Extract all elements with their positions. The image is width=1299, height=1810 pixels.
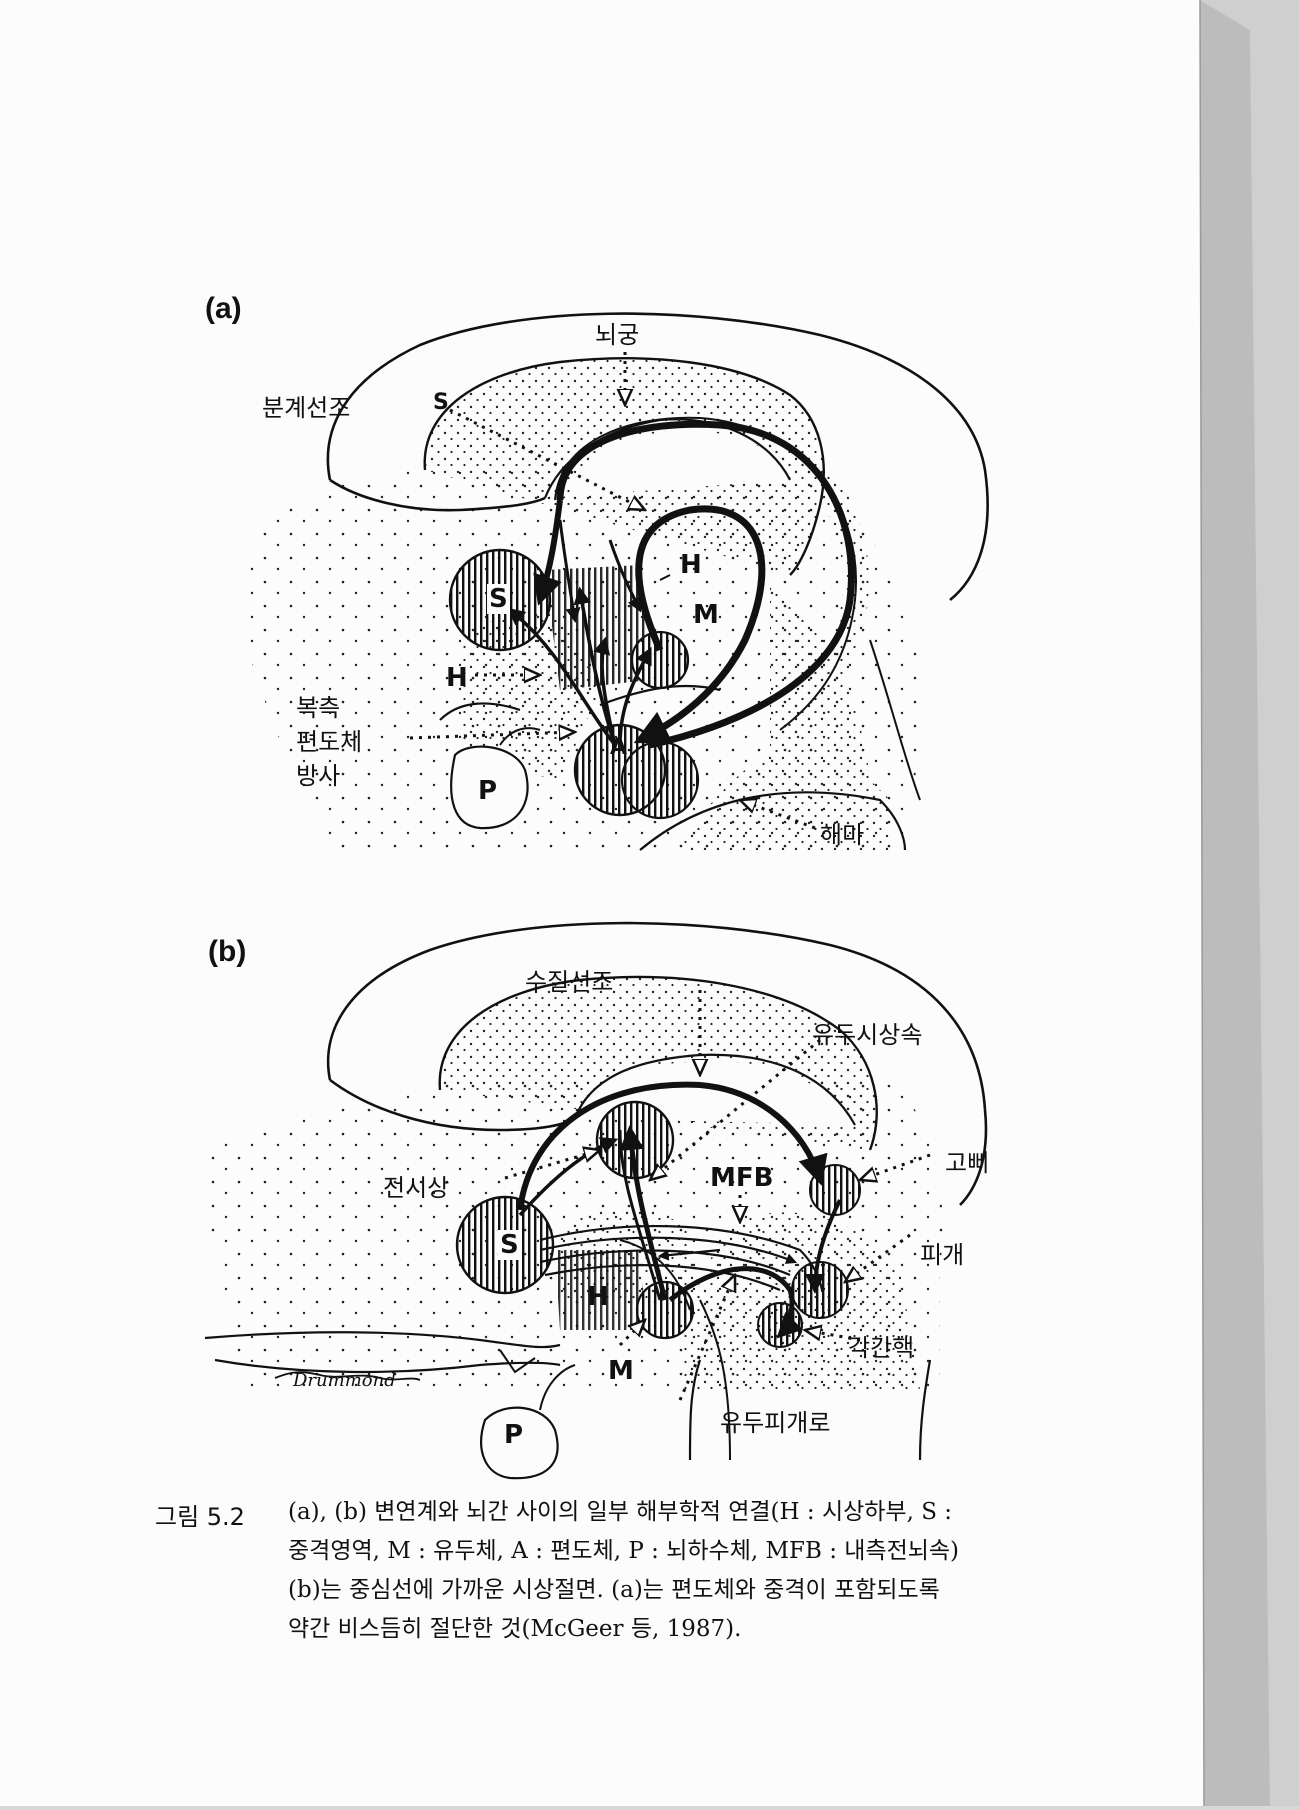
b-cortex-outline xyxy=(326,921,988,1206)
figure-caption: (a), (b) 변연계와 뇌간 사이의 일부 해부학적 연결(H : 시상하부… xyxy=(288,1493,1088,1649)
label-mammillothalamic: 유두시상속 xyxy=(812,1021,923,1049)
label-fornix: 뇌궁 xyxy=(595,321,640,349)
figure-number: 그림 5.2 xyxy=(155,1503,245,1531)
a-pituitary xyxy=(450,745,529,830)
label-stria-terminalis: 분계선조 xyxy=(262,394,351,422)
label-b-hypothalamus: H xyxy=(587,1282,609,1312)
label-ventral-1: 복측 xyxy=(296,694,341,722)
label-hippocampus: 해마 xyxy=(820,821,865,849)
label-mammillotegmental: 유두피개로 xyxy=(720,1409,831,1437)
a-hippocampal-stipple xyxy=(680,580,890,850)
page-side xyxy=(1200,0,1299,1806)
panel-a-tag: (a) xyxy=(205,292,242,325)
caption-line-3: (b)는 중심선에 가까운 시상절면. (a)는 편도체와 중격이 포함되도록 xyxy=(288,1577,940,1603)
a-mammillary-circle xyxy=(630,630,690,690)
label-b-pituitary: P xyxy=(504,1420,524,1450)
label-tegmentum: 피개 xyxy=(920,1241,965,1269)
label-a-mammillary: M xyxy=(693,600,719,630)
label-b-septum: S xyxy=(498,1230,521,1260)
label-a-pituitary: P xyxy=(478,776,498,806)
label-b-mammillary: M xyxy=(608,1356,634,1386)
caption-line-4: 약간 비스듬히 절단한 것(McGeer 등, 1987). xyxy=(288,1616,742,1642)
label-anterior-thalamus: 전시상 xyxy=(383,1174,450,1202)
label-stria-medullaris: 수질선조 xyxy=(525,968,614,996)
a-cortex-outline xyxy=(326,312,989,602)
page-side-shadow xyxy=(1200,0,1270,1806)
label-a-septum: S xyxy=(487,584,510,614)
b-pituitary xyxy=(480,1406,559,1480)
label-a-amygdala: A xyxy=(610,735,628,760)
label-interpeduncular: 각간핵 xyxy=(848,1334,915,1362)
label-a-h-arrow: H xyxy=(446,663,468,693)
label-s-small: S xyxy=(433,390,449,415)
panel-b-tag: (b) xyxy=(208,935,247,968)
panel-a-diagram xyxy=(240,312,989,851)
label-habenula: 고삐 xyxy=(945,1149,990,1177)
label-ventral-2: 편도체 xyxy=(296,728,363,756)
panel-b-diagram xyxy=(200,921,988,1480)
label-signature: Drummond xyxy=(293,1370,396,1391)
page-paper xyxy=(0,0,1204,1806)
caption-line-1: (a), (b) 변연계와 뇌간 사이의 일부 해부학적 연결(H : 시상하부… xyxy=(288,1499,953,1525)
label-a-hypothalamus: H xyxy=(680,550,702,580)
label-mfb: MFB xyxy=(710,1163,774,1193)
label-ventral-3: 방사 xyxy=(296,762,341,790)
caption-line-2: 중격영역, M : 유두체, A : 편도체, P : 뇌하수체, MFB : … xyxy=(288,1538,960,1564)
artist-signature xyxy=(274,1371,421,1381)
